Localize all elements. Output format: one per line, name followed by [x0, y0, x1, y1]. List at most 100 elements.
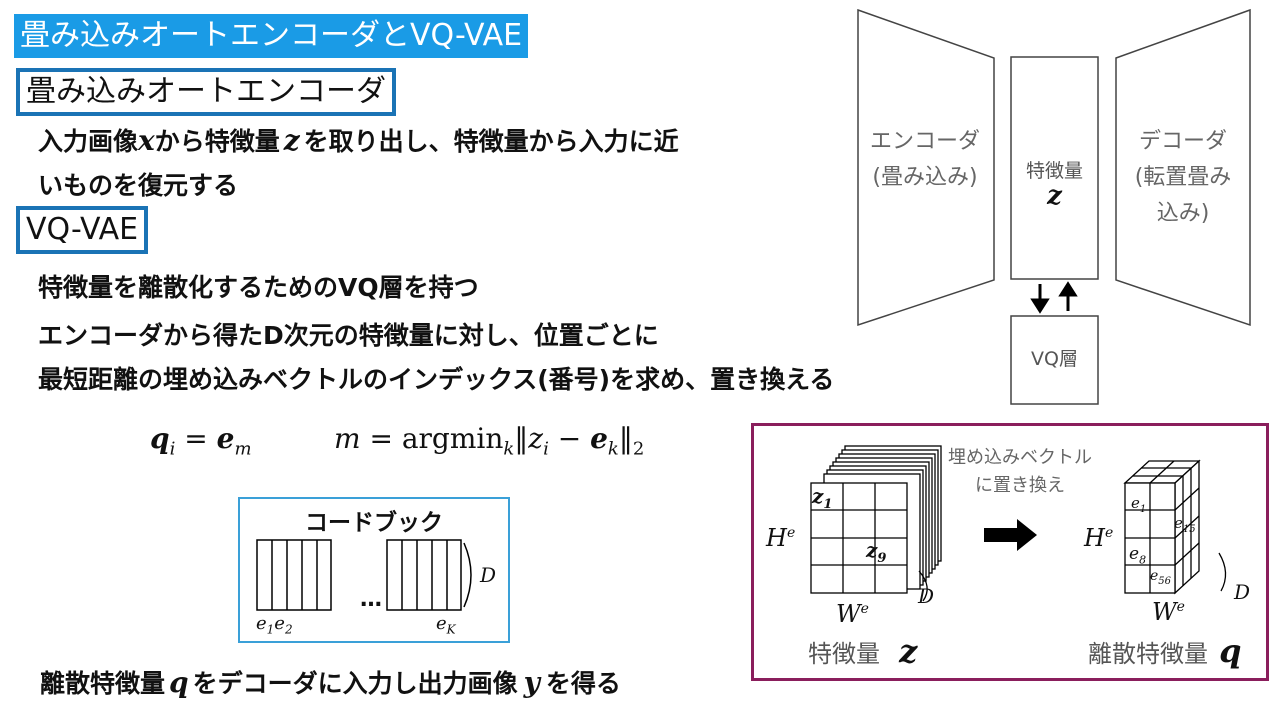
right-depth-label: D — [1234, 580, 1251, 604]
cell-e15: e15 — [1174, 514, 1196, 535]
vec-label: e — [436, 613, 447, 634]
vec-label: e — [274, 613, 285, 634]
codebook-dim-label: D — [480, 563, 497, 587]
cell-var: e — [1174, 514, 1183, 532]
dim-sup: e — [1176, 599, 1185, 615]
text-fragment: を得る — [545, 669, 621, 698]
text-fragment: 入力画像 — [38, 127, 139, 156]
feature-box — [1010, 56, 1099, 280]
vec-sub: 1 — [266, 622, 275, 637]
left-height-label: He — [766, 524, 795, 552]
eq-minus: − — [548, 422, 591, 455]
section-heading-autoencoder: 畳み込みオートエンコーダ — [16, 68, 396, 116]
vec-label: e — [256, 613, 267, 634]
right-height-label: He — [1084, 524, 1113, 552]
eq-sub: m — [234, 438, 252, 460]
section2-line1: 特徴量を離散化するためのVQ層を持つ — [38, 273, 479, 302]
text-fragment: から特徴量 — [154, 127, 280, 156]
cell-var: e — [1150, 568, 1159, 584]
cell-sub: 56 — [1158, 575, 1172, 587]
eq-sub: k — [607, 438, 619, 460]
vq-illustration-box — [751, 423, 1269, 681]
encoder-label-line2: (畳み込み) — [872, 165, 978, 190]
section1-line2: いものを復元する — [38, 171, 239, 200]
codebook-e1-e2: e1e2 — [256, 613, 293, 637]
vq-layer-box — [1010, 315, 1099, 405]
eq-m: m — [334, 422, 361, 455]
vq-illustration-drawing — [810, 445, 1227, 602]
cell-z1: z1 — [812, 484, 832, 512]
encoder-label: エンコーダ (畳み込み) — [855, 124, 995, 196]
equation-quantize: qi = em — [150, 422, 252, 460]
cell-e56: e56 — [1150, 568, 1171, 587]
eq-q: q — [150, 422, 170, 455]
cell-sub: 15 — [1182, 524, 1196, 535]
section2-line2: エンコーダから得たD次元の特徴量に対し、位置ごとに — [38, 321, 659, 350]
vec-sub: K — [446, 622, 456, 637]
right-caption-symbol: q — [1219, 632, 1242, 670]
cell-var: z — [812, 484, 824, 508]
cell-z9: z9 — [866, 538, 886, 566]
left-width-label: We — [836, 600, 869, 628]
right-caption-text: 離散特徴量 — [1088, 640, 1208, 668]
left-caption-text: 特徴量 — [808, 640, 880, 668]
cell-sub: 1 — [823, 497, 833, 512]
codebook-title: コードブック — [305, 510, 443, 536]
cell-sub: 9 — [877, 551, 887, 566]
eq-sub: k — [503, 438, 515, 460]
architecture-diagram — [857, 8, 1251, 405]
cell-e1: e1 — [1131, 494, 1146, 515]
symbol-q: q — [169, 666, 189, 699]
decoder-label-line2: (転置畳み — [1134, 165, 1232, 190]
dim-sup: e — [1104, 525, 1114, 541]
dim-var: W — [1152, 598, 1177, 626]
codebook-ellipsis: … — [360, 587, 382, 612]
symbol-y: y — [523, 666, 540, 699]
vq-layer-label: VQ層 — [1031, 348, 1078, 370]
decoder-shape — [1115, 8, 1251, 327]
section-heading-vqvae: VQ-VAE — [16, 206, 149, 254]
cell-sub: 8 — [1139, 553, 1147, 567]
decoder-label-line1: デコーダ — [1138, 129, 1227, 154]
encoder-label-line1: エンコーダ — [869, 129, 980, 154]
eq-argmin: argmin — [401, 422, 504, 455]
symbol-z: z — [283, 124, 300, 157]
text-fragment: をデコーダに入力し出力画像 — [192, 669, 518, 698]
eq-e: e — [590, 422, 608, 455]
replace-caption-line2: に置き換え — [975, 475, 1065, 496]
equation-argmin: m = argmink‖zi − ek‖2 — [334, 422, 645, 460]
section2-line3: 最短距離の埋め込みベクトルのインデックス(番号)を求め、置き換える — [38, 365, 835, 394]
eq-norm-sub: 2 — [632, 438, 645, 460]
decoder-label-line3: 込み) — [1156, 201, 1210, 226]
text-fragment: を取り出し、特徴量から入力に近 — [303, 127, 679, 156]
eq-sub: i — [543, 438, 549, 460]
replace-caption: 埋め込みベクトル に置き換え — [920, 444, 1120, 500]
dim-sup: e — [786, 525, 796, 541]
dim-var: W — [836, 600, 861, 628]
dim-var: H — [1084, 524, 1105, 552]
eq-e: e — [216, 422, 235, 455]
text-fragment: 離散特徴量 — [40, 669, 166, 698]
cell-var: e — [1129, 544, 1140, 564]
cell-e8: e8 — [1129, 544, 1146, 566]
feature-label: 特徴量 z — [1011, 156, 1098, 209]
feature-symbol: z — [1047, 181, 1062, 211]
eq-sub: i — [169, 438, 176, 460]
cell-sub: 1 — [1139, 504, 1147, 515]
slide-title: 畳み込みオートエンコーダとVQ-VAE — [14, 14, 529, 58]
codebook-box: コードブック D … e1e2 eK — [238, 497, 510, 643]
vec-sub: 2 — [284, 622, 293, 637]
left-caption-symbol: z — [899, 632, 918, 670]
cell-var: e — [1131, 494, 1140, 512]
codebook-eK: eK — [436, 613, 456, 637]
eq-equals: = — [175, 422, 217, 455]
feature-label-text: 特徴量 — [1025, 160, 1083, 182]
replace-caption-line1: 埋め込みベクトル — [948, 447, 1092, 468]
left-caption: 特徴量 z — [808, 632, 917, 670]
left-depth-label: D — [918, 584, 935, 608]
dim-sup: e — [860, 601, 869, 617]
eq-z: z — [528, 422, 544, 455]
dim-var: H — [766, 524, 787, 552]
